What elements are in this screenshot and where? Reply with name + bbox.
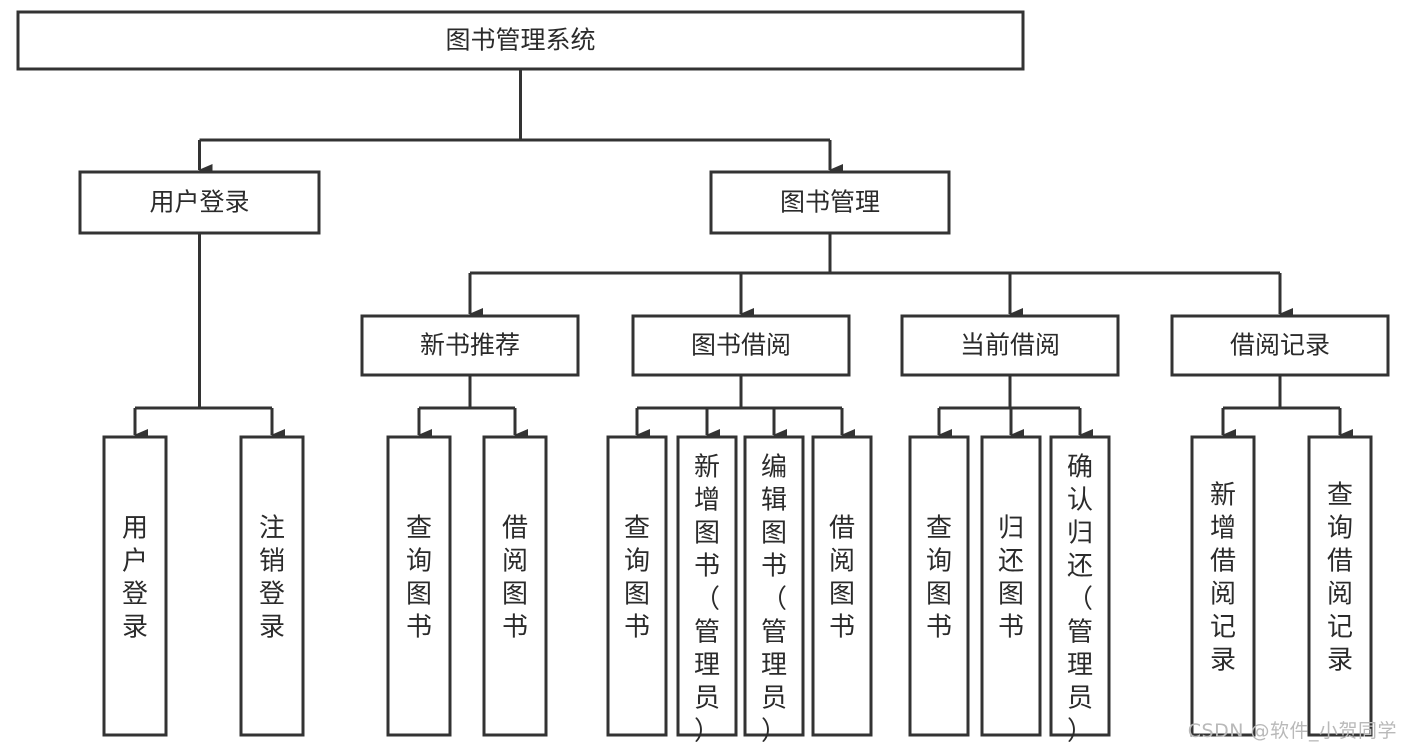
node-new-book-recommend-box[interactable] <box>360 314 580 377</box>
node-leaf-add-borrow-record-label: 新增借阅记录 <box>1210 481 1236 676</box>
node-leaf-logout-login-box[interactable] <box>239 435 305 737</box>
node-book-borrow-box[interactable] <box>631 314 851 377</box>
node-book-borrow[interactable]: 图书借阅 <box>631 314 851 377</box>
edge-layer <box>133 69 1353 441</box>
node-leaf-query-borrow-record-label: 查询借阅记录 <box>1327 481 1353 676</box>
node-leaf-borrow-book-2-label: 借阅图书 <box>829 514 855 643</box>
node-leaf-add-book-admin-box[interactable] <box>676 435 738 737</box>
node-current-borrow-box[interactable] <box>900 314 1120 377</box>
node-leaf-confirm-return-admin-box[interactable] <box>1049 435 1111 737</box>
node-leaf-add-book-admin[interactable]: 新增图书（管理员） <box>676 435 738 747</box>
node-borrow-record-box[interactable] <box>1170 314 1390 377</box>
node-root[interactable]: 图书管理系统 <box>16 10 1025 71</box>
node-root-label: 图书管理系统 <box>445 26 595 55</box>
node-user-login-box[interactable] <box>78 170 321 235</box>
node-leaf-query-borrow-record-box[interactable] <box>1307 435 1373 737</box>
node-user-login-label: 用户登录 <box>149 188 249 217</box>
node-leaf-return-book[interactable]: 归还图书 <box>980 435 1042 737</box>
node-layer: 图书管理系统用户登录图书管理新书推荐图书借阅当前借阅借阅记录用户登录注销登录查询… <box>16 10 1390 747</box>
node-current-borrow-label: 当前借阅 <box>960 331 1060 360</box>
node-leaf-borrow-book-1-box[interactable] <box>482 435 548 737</box>
node-leaf-query-book-3-box[interactable] <box>908 435 970 737</box>
node-leaf-logout-login[interactable]: 注销登录 <box>239 435 305 737</box>
watermark-text: CSDN @软件_小贺同学 <box>1187 720 1397 742</box>
node-current-borrow[interactable]: 当前借阅 <box>900 314 1120 377</box>
node-leaf-add-book-admin-label: 新增图书（管理员） <box>694 453 720 747</box>
node-leaf-query-book-2[interactable]: 查询图书 <box>606 435 668 737</box>
node-book-borrow-label: 图书借阅 <box>691 331 791 360</box>
node-leaf-add-borrow-record-box[interactable] <box>1190 435 1256 737</box>
node-leaf-borrow-book-2[interactable]: 借阅图书 <box>811 435 873 737</box>
node-book-manage-box[interactable] <box>709 170 951 235</box>
node-borrow-record[interactable]: 借阅记录 <box>1170 314 1390 377</box>
node-leaf-confirm-return-admin-label: 确认归还（管理员） <box>1067 453 1093 747</box>
node-leaf-confirm-return-admin[interactable]: 确认归还（管理员） <box>1049 435 1111 747</box>
node-leaf-return-book-label: 归还图书 <box>998 514 1024 643</box>
node-leaf-query-book-3[interactable]: 查询图书 <box>908 435 970 737</box>
node-leaf-query-book-3-label: 查询图书 <box>926 514 952 643</box>
node-leaf-borrow-book-1[interactable]: 借阅图书 <box>482 435 548 737</box>
node-leaf-query-book-2-box[interactable] <box>606 435 668 737</box>
node-new-book-recommend-label: 新书推荐 <box>420 331 520 360</box>
node-new-book-recommend[interactable]: 新书推荐 <box>360 314 580 377</box>
node-leaf-query-borrow-record[interactable]: 查询借阅记录 <box>1307 435 1373 737</box>
node-leaf-return-book-box[interactable] <box>980 435 1042 737</box>
node-leaf-query-book-1-label: 查询图书 <box>406 514 432 643</box>
node-leaf-user-login-label: 用户登录 <box>122 514 148 643</box>
node-leaf-edit-book-admin[interactable]: 编辑图书（管理员） <box>743 435 805 747</box>
node-book-manage[interactable]: 图书管理 <box>709 170 951 235</box>
node-leaf-edit-book-admin-label: 编辑图书（管理员） <box>761 453 787 747</box>
node-leaf-query-book-1-box[interactable] <box>386 435 452 737</box>
node-leaf-edit-book-admin-box[interactable] <box>743 435 805 737</box>
node-leaf-add-borrow-record[interactable]: 新增借阅记录 <box>1190 435 1256 737</box>
node-leaf-user-login-box[interactable] <box>102 435 168 737</box>
node-leaf-logout-login-label: 注销登录 <box>259 514 285 643</box>
node-leaf-query-book-1[interactable]: 查询图书 <box>386 435 452 737</box>
node-leaf-borrow-book-1-label: 借阅图书 <box>502 514 528 643</box>
node-book-manage-label: 图书管理 <box>780 188 880 217</box>
node-leaf-borrow-book-2-box[interactable] <box>811 435 873 737</box>
node-root-box[interactable] <box>16 10 1025 71</box>
node-leaf-query-book-2-label: 查询图书 <box>624 514 650 643</box>
node-leaf-user-login[interactable]: 用户登录 <box>102 435 168 737</box>
node-borrow-record-label: 借阅记录 <box>1230 331 1330 360</box>
node-user-login[interactable]: 用户登录 <box>78 170 321 235</box>
